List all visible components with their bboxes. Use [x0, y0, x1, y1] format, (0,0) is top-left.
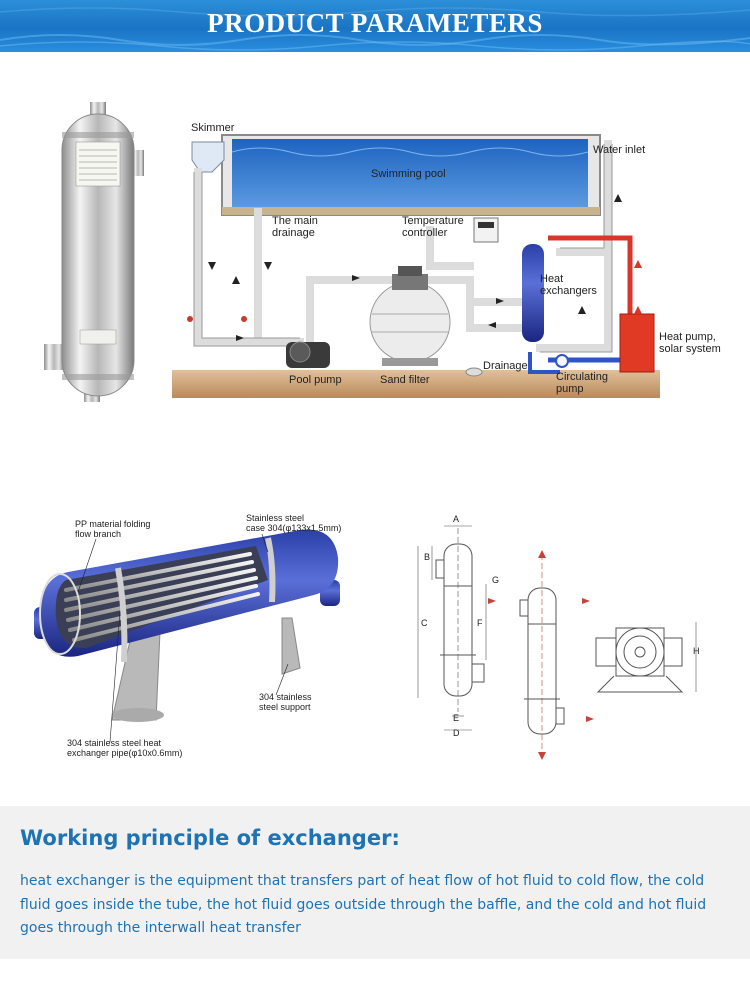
label-heat-pump-1: Heat pump, — [659, 331, 716, 343]
label-drainage: Drainage — [483, 360, 528, 372]
sand-filter-tank — [369, 281, 451, 363]
label-main-drainage-1: The main — [272, 215, 318, 227]
pool-system-diagram: Skimmer Water inlet Swimming pool The ma… — [172, 122, 721, 398]
return-pipes — [194, 140, 612, 352]
dim-c: C — [421, 618, 428, 628]
label-steel-case-1: Stainless steel — [246, 513, 304, 523]
circulating-pump-symbol — [555, 354, 569, 368]
label-water-inlet: Water inlet — [593, 144, 645, 156]
label-steel-support-1: 304 stainless — [259, 692, 312, 702]
label-steel-case-2: case 304(φ133x1.5mm) — [246, 523, 341, 533]
label-sand-filter: Sand filter — [380, 374, 430, 386]
steel-exchanger-photo — [44, 102, 144, 402]
label-heat-pump-2: solar system — [659, 343, 721, 355]
cutaway-exchanger: PP material folding flow branch Stainles… — [34, 513, 341, 758]
label-circulating-pump-2: pump — [556, 383, 584, 395]
label-swimming-pool: Swimming pool — [371, 168, 446, 180]
label-skimmer: Skimmer — [191, 122, 235, 134]
pipe-outlines — [193, 144, 613, 353]
principle-title: Working principle of exchanger: — [20, 826, 400, 850]
label-temp-controller-2: controller — [402, 227, 448, 239]
principle-section: Working principle of exchanger: heat exc… — [0, 806, 750, 959]
label-exchanger-pipe-2: exchanger pipe(φ10x0.6mm) — [67, 748, 182, 758]
dim-h: H — [693, 646, 700, 656]
mini-exchanger — [522, 244, 544, 342]
banner-wave-texture — [0, 7, 750, 51]
dim-f: F — [477, 618, 483, 628]
dimension-arrows — [488, 550, 594, 760]
header-banner: PRODUCT PARAMETERS — [0, 0, 750, 52]
dimension-drawing — [417, 525, 697, 752]
label-heat-exchangers-2: exchangers — [540, 285, 597, 297]
dim-b: B — [424, 552, 430, 562]
principle-body: heat exchanger is the equipment that tra… — [20, 873, 707, 936]
label-pool-pump: Pool pump — [289, 374, 342, 386]
dimension-letters: A B C D E F G H — [421, 514, 700, 738]
label-exchanger-pipe-1: 304 stainless steel heat — [67, 738, 162, 748]
temperature-controller-box — [473, 217, 499, 243]
pool-water — [232, 139, 588, 207]
label-heat-exchangers-1: Heat — [540, 273, 563, 285]
label-main-drainage-2: drainage — [272, 227, 315, 239]
dim-d: D — [453, 728, 460, 738]
page-title: PRODUCT PARAMETERS — [207, 8, 543, 38]
dim-g: G — [492, 575, 499, 585]
label-circulating-pump-1: Circulating — [556, 371, 608, 383]
label-temp-controller-1: Temperature — [402, 215, 464, 227]
label-pp-branch-1: PP material folding — [75, 519, 150, 529]
heat-exchanger-tubes — [64, 552, 260, 642]
dim-a: A — [453, 514, 459, 524]
dim-e: E — [453, 713, 459, 723]
callout-lines — [77, 533, 289, 743]
product-illustrations: Skimmer Water inlet Swimming pool The ma… — [34, 102, 721, 760]
label-pp-branch-2: flow branch — [75, 529, 121, 539]
heat-pump-box — [619, 313, 655, 373]
flow-arrows — [208, 194, 622, 341]
label-steel-support-2: steel support — [259, 702, 311, 712]
